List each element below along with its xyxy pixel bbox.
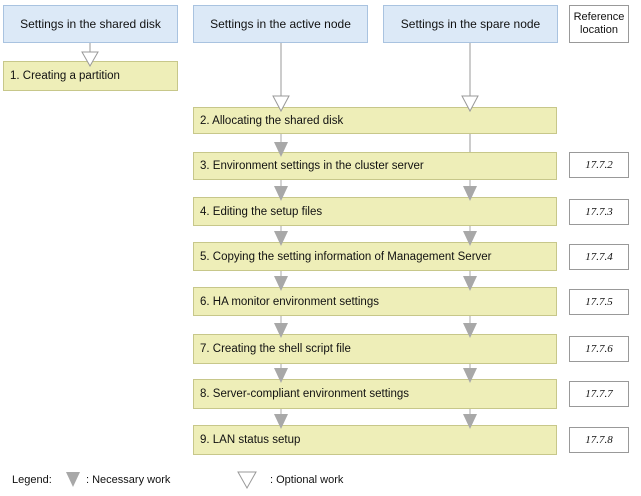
legend-optional-label: : Optional work bbox=[270, 474, 344, 486]
necessary-arrow-icon bbox=[274, 368, 288, 383]
header-reference-location: Reference location bbox=[569, 5, 629, 43]
necessary-arrow-icon bbox=[463, 231, 477, 246]
ref-step-8: 17.7.7 bbox=[569, 381, 629, 407]
header-active-node: Settings in the active node bbox=[193, 5, 368, 43]
ref-step-3: 17.7.2 bbox=[569, 152, 629, 178]
legend-necessary-label: : Necessary work bbox=[86, 474, 171, 486]
legend-optional-arrow-icon bbox=[237, 471, 257, 490]
necessary-arrow-icon bbox=[463, 414, 477, 429]
necessary-arrow-icon bbox=[463, 368, 477, 383]
ref-step-9: 17.7.8 bbox=[569, 427, 629, 453]
step-7-creating-shell-script: 7. Creating the shell script file bbox=[193, 334, 557, 364]
legend-necessary-arrow-icon bbox=[66, 472, 80, 487]
ref-step-5: 17.7.4 bbox=[569, 244, 629, 270]
optional-arrow-icon bbox=[81, 51, 99, 68]
step-5-copying-setting-information: 5. Copying the setting information of Ma… bbox=[193, 242, 557, 271]
optional-arrow-icon bbox=[461, 95, 479, 113]
optional-arrow-icon bbox=[272, 95, 290, 113]
legend-title: Legend: bbox=[12, 474, 52, 486]
step-2-allocating-shared-disk: 2. Allocating the shared disk bbox=[193, 107, 557, 134]
necessary-arrow-icon bbox=[274, 414, 288, 429]
necessary-arrow-icon bbox=[463, 186, 477, 201]
header-shared-disk: Settings in the shared disk bbox=[3, 5, 178, 43]
step-6-ha-monitor-settings: 6. HA monitor environment settings bbox=[193, 287, 557, 316]
necessary-arrow-icon bbox=[274, 186, 288, 201]
necessary-arrow-icon bbox=[274, 142, 288, 157]
step-4-editing-setup-files: 4. Editing the setup files bbox=[193, 197, 557, 226]
necessary-arrow-icon bbox=[463, 323, 477, 338]
ref-step-6: 17.7.5 bbox=[569, 289, 629, 315]
ref-step-7: 17.7.6 bbox=[569, 336, 629, 362]
step-8-server-compliant-settings: 8. Server-compliant environment settings bbox=[193, 379, 557, 409]
necessary-arrow-icon bbox=[463, 276, 477, 291]
necessary-arrow-icon bbox=[274, 323, 288, 338]
necessary-arrow-icon bbox=[274, 276, 288, 291]
ref-step-4: 17.7.3 bbox=[569, 199, 629, 225]
step-9-lan-status-setup: 9. LAN status setup bbox=[193, 425, 557, 455]
step-3-environment-settings-cluster: 3. Environment settings in the cluster s… bbox=[193, 152, 557, 180]
necessary-arrow-icon bbox=[274, 231, 288, 246]
header-spare-node: Settings in the spare node bbox=[383, 5, 558, 43]
